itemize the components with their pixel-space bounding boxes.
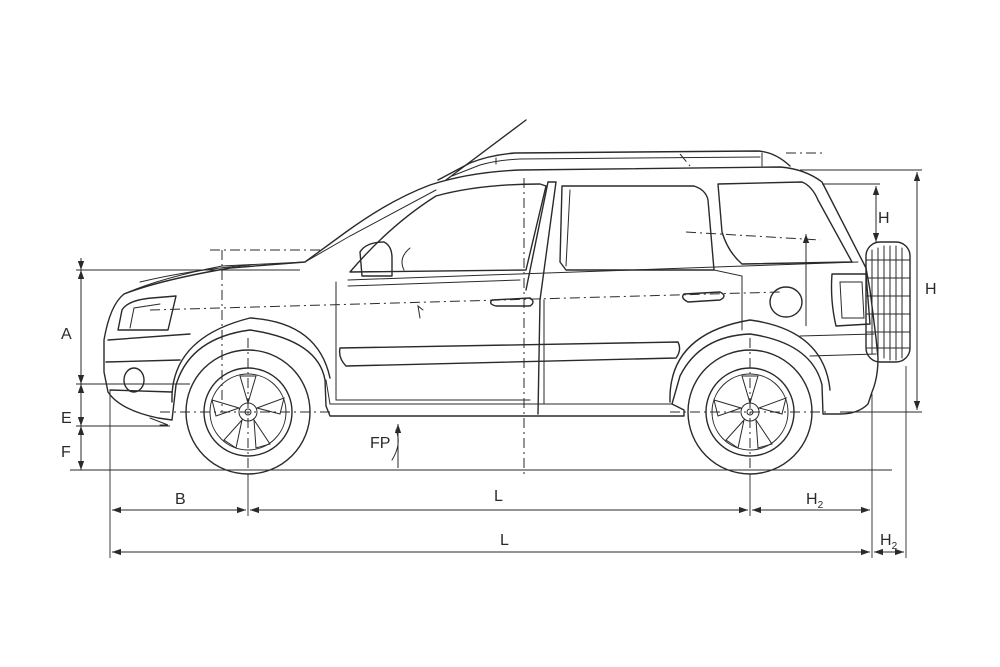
dimension-lines [76, 169, 922, 558]
roof-rail [437, 150, 791, 181]
label-l-wheelbase: L [494, 488, 503, 505]
label-a: A [61, 326, 72, 343]
rear-quarter-window [717, 181, 853, 265]
label-h-total: H [925, 281, 937, 298]
label-f: F [61, 444, 71, 461]
label-fp: FP [370, 435, 390, 452]
label-h2-spare: H2 [880, 532, 898, 552]
headlight [117, 295, 177, 331]
body-outline [103, 166, 879, 421]
rear-fender-flare [669, 319, 831, 403]
suv-side-view [70, 119, 911, 475]
antenna [445, 119, 527, 181]
rear-door-handle [681, 291, 725, 303]
fog-light [123, 367, 145, 393]
tail-light [830, 273, 871, 327]
label-h2-overhang: H2 [806, 491, 824, 511]
front-door-handle [489, 297, 534, 307]
front-window [349, 183, 547, 273]
label-e: E [61, 410, 72, 427]
label-b: B [175, 491, 186, 508]
spare-tire [865, 241, 911, 363]
side-mirror [359, 241, 393, 277]
fuel-cap [769, 286, 803, 318]
label-l-overall: L [500, 532, 509, 549]
rear-door-window [559, 185, 715, 271]
center-lines [149, 152, 830, 478]
dimension-labels: A E F FP B L L H H H2 H2 [61, 210, 937, 552]
front-bumper [105, 333, 191, 393]
front-fender-flare [171, 317, 331, 403]
label-h-rear: H [878, 210, 890, 227]
side-moulding [338, 341, 681, 367]
